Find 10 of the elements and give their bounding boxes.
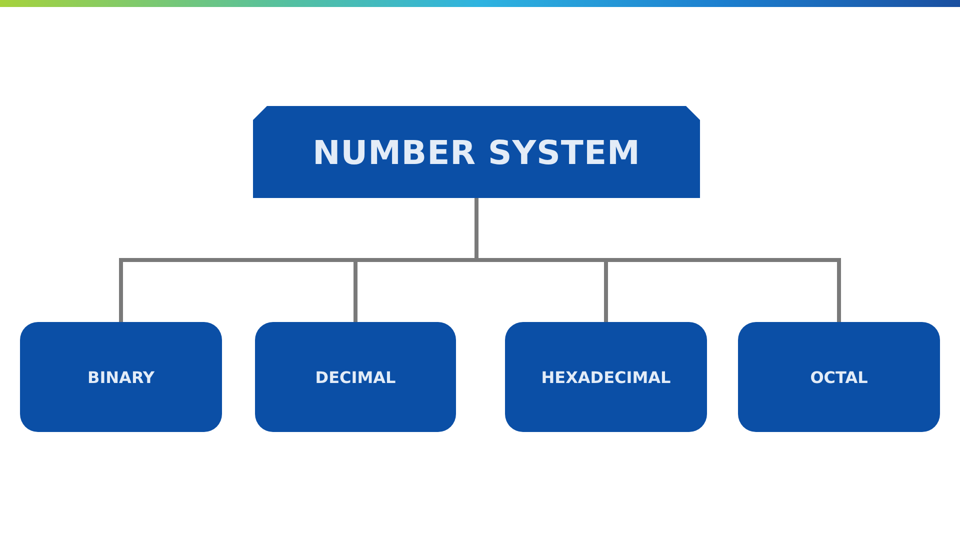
heading-text: NUMBER SYSTEM	[312, 132, 640, 172]
box-label: DECIMAL	[315, 368, 396, 386]
box-label: BINARY	[88, 368, 154, 386]
category-box	[253, 106, 700, 198]
box-label: OCTAL	[810, 368, 868, 386]
subcategory-box	[20, 322, 222, 432]
subcategory-box	[505, 322, 707, 432]
subcategory-box	[255, 322, 456, 432]
box-label: HEXADECIMAL	[541, 368, 671, 386]
subcategory-box	[738, 322, 940, 432]
